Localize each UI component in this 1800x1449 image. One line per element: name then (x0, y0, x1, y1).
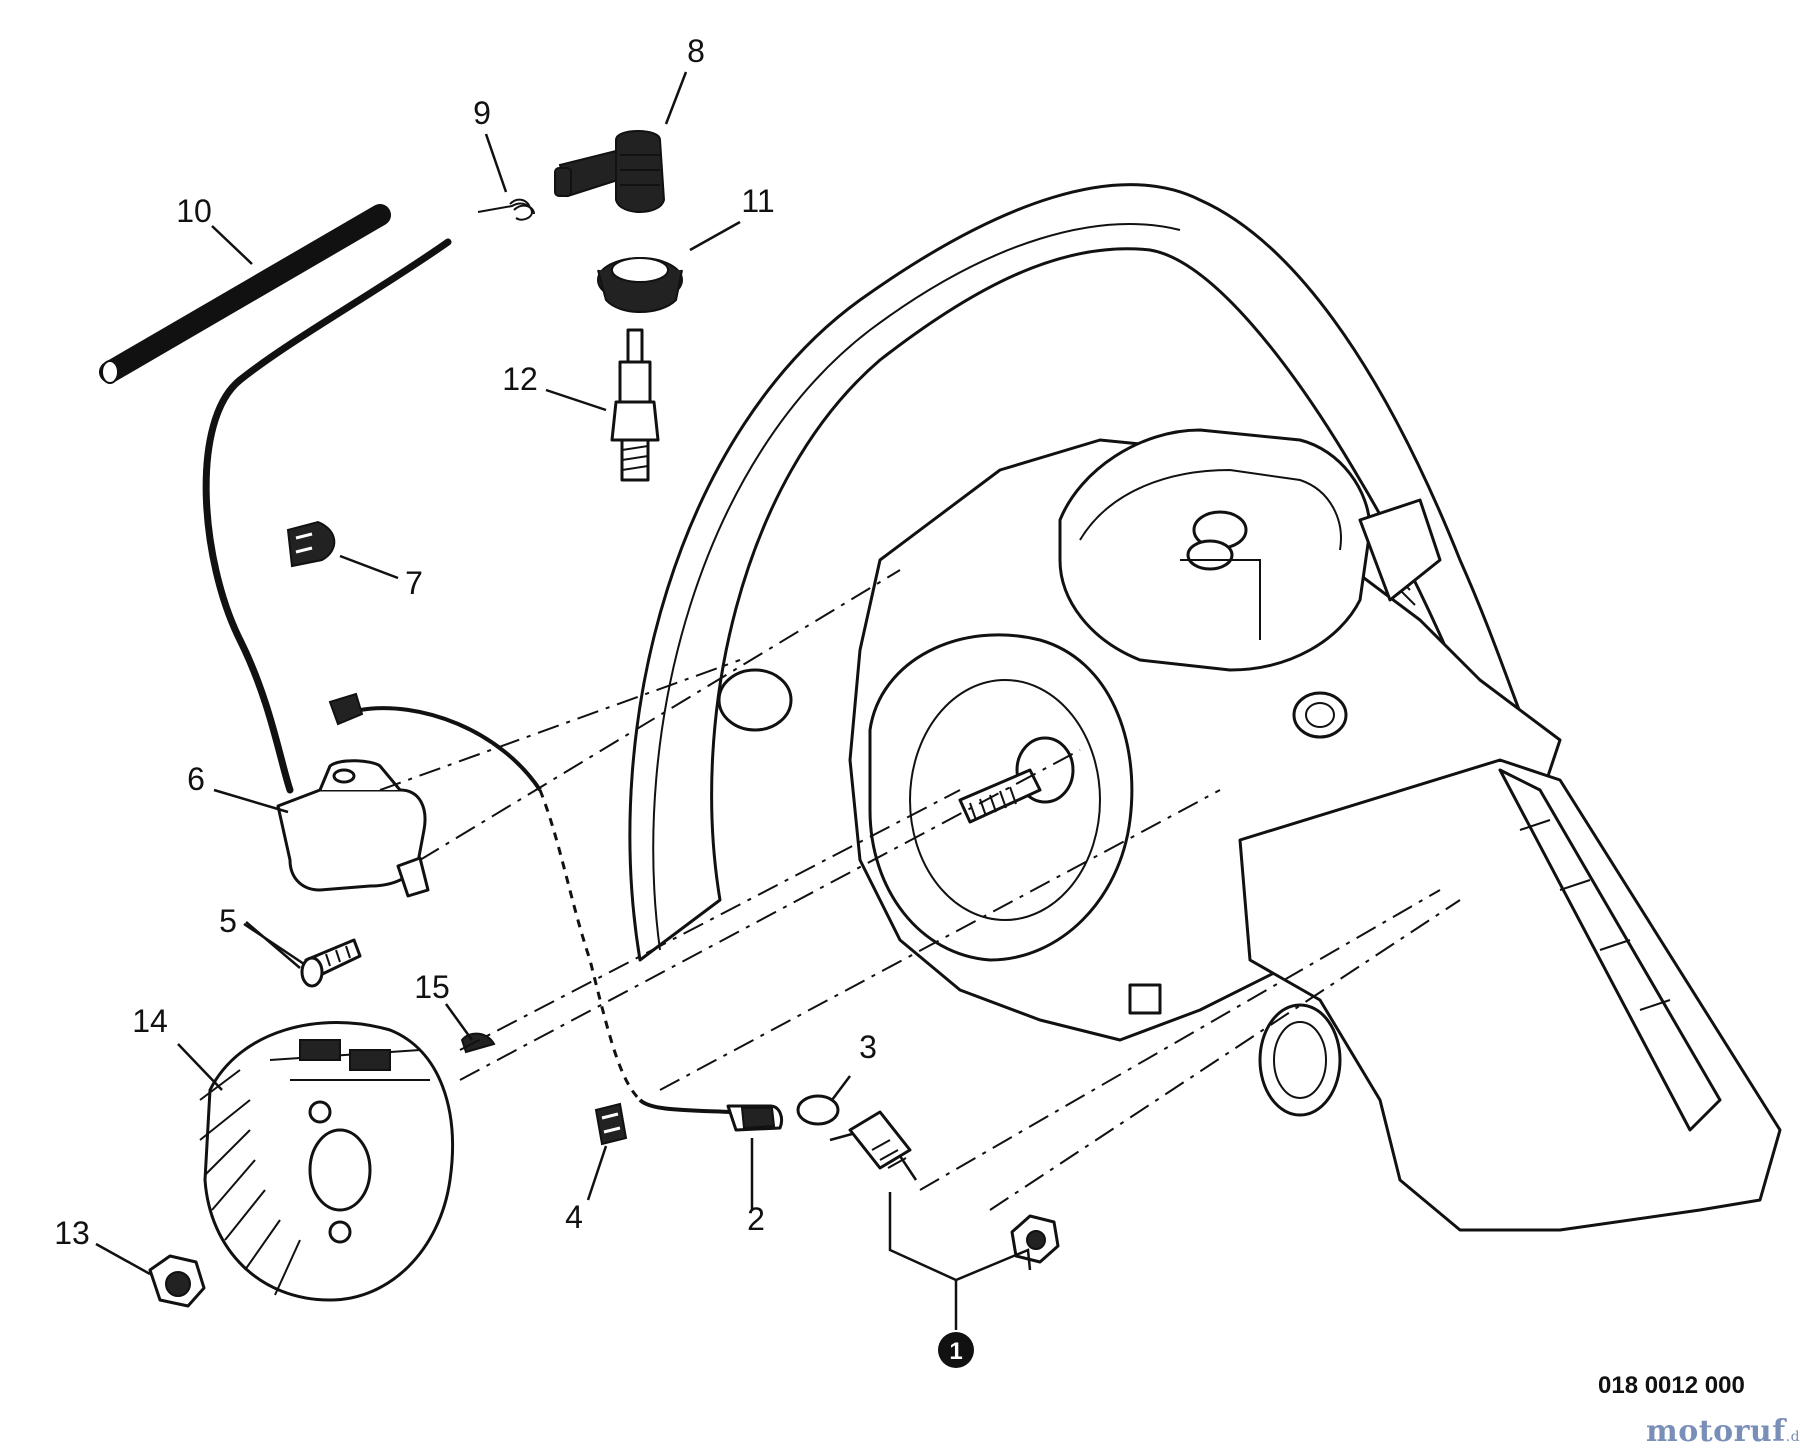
callout-labels: 8 9 10 11 12 7 6 5 15 14 3 13 4 2 1 (54, 33, 974, 1368)
callout-13: 13 (54, 1215, 90, 1251)
assembly-lines (379, 569, 1461, 1211)
leader-lines (95, 71, 1032, 1330)
woodruff-key (460, 1032, 496, 1054)
engine-housing-drawing (628, 183, 1782, 1232)
sleeve (796, 1094, 840, 1126)
flywheel-nut (148, 1254, 206, 1308)
callout-2: 2 (747, 1201, 765, 1237)
spark-plug-boot (554, 130, 666, 213)
callout-15: 15 (414, 969, 450, 1005)
callout-10: 10 (176, 193, 212, 229)
ignition-module (276, 692, 542, 898)
callout-7: 7 (405, 565, 423, 601)
callout-8: 8 (687, 33, 705, 69)
connector (726, 1104, 784, 1132)
callout-1-badge (938, 1332, 974, 1368)
contact-spring (829, 1110, 918, 1181)
cable-clip (286, 520, 336, 568)
flywheel (199, 1021, 454, 1302)
watermark-name: motoruf (1646, 1414, 1786, 1449)
rear-handle (1238, 758, 1782, 1232)
callout-6: 6 (187, 761, 205, 797)
callout-11: 11 (741, 183, 774, 219)
wire-clip (594, 1102, 628, 1146)
short-circuit-wire (538, 789, 642, 1102)
spark-plug (610, 328, 660, 482)
diagram-reference-code: 018 0012 000 (1598, 1372, 1745, 1399)
watermark-tld: .de (1785, 1429, 1800, 1445)
watermark-logo: motoruf.de (1646, 1414, 1800, 1449)
callout-5: 5 (219, 903, 237, 939)
hose (99, 204, 391, 384)
callout-4: 4 (565, 1199, 583, 1235)
callout-14: 14 (132, 1003, 168, 1039)
callout-1: 1 (949, 1338, 962, 1365)
spring-clip (477, 198, 535, 221)
ignition-lead (202, 238, 452, 794)
grommet (597, 257, 683, 313)
callout-12: 12 (502, 361, 538, 397)
screw (300, 938, 362, 988)
callout-3: 3 (859, 1029, 877, 1065)
callout-9: 9 (473, 95, 491, 131)
